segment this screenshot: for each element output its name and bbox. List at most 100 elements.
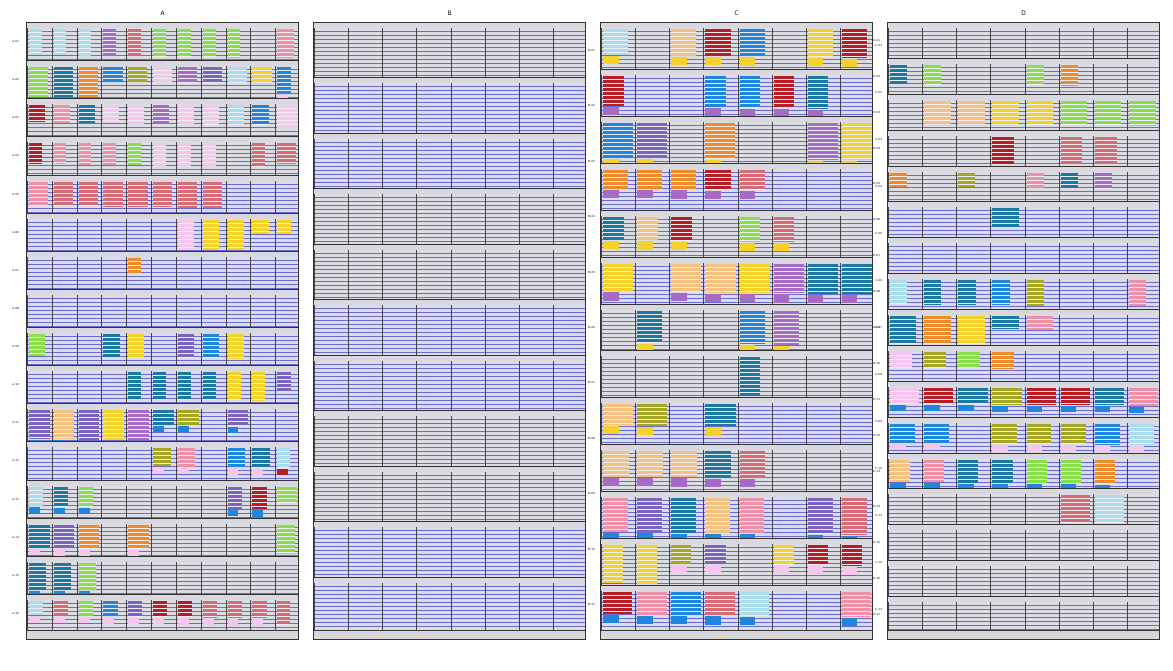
shelf-compartment[interactable] [175, 561, 202, 594]
shelf[interactable] [314, 411, 585, 467]
stock-block[interactable] [1026, 484, 1043, 489]
shelf-compartment[interactable] [990, 494, 1026, 525]
stock-block[interactable] [78, 600, 93, 616]
shelf-compartment[interactable] [737, 591, 773, 632]
shelf[interactable] [27, 61, 298, 100]
stock-block[interactable] [890, 482, 906, 489]
shelf-compartment[interactable] [771, 168, 807, 210]
shelf-compartment[interactable] [635, 591, 671, 632]
shelf-compartment[interactable] [27, 599, 53, 632]
stock-block[interactable] [603, 498, 628, 532]
shelf-compartment[interactable] [888, 315, 924, 345]
shelf-compartment[interactable] [771, 591, 807, 632]
stock-block[interactable] [637, 169, 663, 189]
rack-a[interactable] [26, 22, 299, 640]
stock-block[interactable] [671, 498, 696, 533]
shelf[interactable] [27, 557, 298, 595]
stock-block[interactable] [227, 468, 239, 475]
shelf-compartment[interactable] [101, 28, 128, 61]
stock-block[interactable] [128, 29, 141, 57]
shelf[interactable] [27, 137, 298, 176]
stock-block[interactable] [202, 143, 216, 167]
shelf-compartment[interactable] [805, 591, 841, 632]
shelf-compartment[interactable] [51, 333, 78, 366]
stock-block[interactable] [671, 615, 687, 625]
stock-block[interactable] [128, 105, 145, 124]
stock-block[interactable] [252, 219, 269, 235]
stock-block[interactable] [177, 426, 189, 433]
stock-block[interactable] [705, 169, 731, 190]
stock-block[interactable] [807, 263, 838, 294]
stock-block[interactable] [227, 486, 242, 509]
stock-block[interactable] [671, 263, 702, 293]
shelf-compartment[interactable] [484, 305, 520, 355]
shelf-compartment[interactable] [225, 485, 252, 518]
stock-block[interactable] [705, 108, 721, 116]
shelf-compartment[interactable] [1024, 63, 1060, 94]
shelf-compartment[interactable] [1024, 458, 1060, 489]
stock-block[interactable] [1026, 405, 1043, 412]
shelf-compartment[interactable] [175, 104, 202, 137]
shelf-compartment[interactable] [601, 497, 637, 539]
shelf-compartment[interactable] [484, 249, 520, 300]
shelf-compartment[interactable] [101, 180, 128, 213]
shelf-compartment[interactable] [635, 74, 671, 116]
shelf[interactable] [27, 328, 298, 367]
shelf-compartment[interactable] [382, 360, 418, 411]
stock-block[interactable] [773, 310, 800, 345]
shelf-compartment[interactable] [101, 447, 128, 480]
shelf-compartment[interactable] [1092, 494, 1128, 525]
shelf-compartment[interactable] [101, 142, 128, 175]
shelf-compartment[interactable] [250, 561, 277, 594]
stock-block[interactable] [992, 387, 1022, 405]
shelf-compartment[interactable] [275, 66, 298, 99]
shelf-compartment[interactable] [1024, 135, 1060, 166]
shelf-compartment[interactable] [703, 591, 739, 632]
shelf-compartment[interactable] [151, 104, 177, 137]
stock-block[interactable] [637, 584, 653, 586]
stock-block[interactable] [890, 423, 915, 443]
shelf-compartment[interactable] [518, 416, 554, 466]
stock-block[interactable] [841, 566, 858, 575]
shelf[interactable] [314, 578, 585, 633]
shelf-compartment[interactable] [956, 350, 992, 381]
shelf[interactable] [601, 445, 872, 493]
shelf-compartment[interactable] [126, 409, 153, 442]
stock-block[interactable] [277, 94, 289, 99]
shelf-compartment[interactable] [101, 371, 128, 404]
shelf-compartment[interactable] [27, 447, 53, 480]
shelf-compartment[interactable] [552, 194, 585, 244]
shelf-compartment[interactable] [518, 582, 554, 632]
stock-block[interactable] [1094, 423, 1120, 445]
shelf-compartment[interactable] [175, 523, 202, 556]
shelf-compartment[interactable] [175, 142, 202, 175]
shelf-compartment[interactable] [450, 305, 486, 355]
stock-block[interactable] [227, 618, 239, 626]
shelf-compartment[interactable] [703, 356, 739, 398]
stock-block[interactable] [739, 451, 766, 479]
shelf-compartment[interactable] [200, 294, 227, 327]
shelf-compartment[interactable] [635, 215, 671, 257]
shelf-compartment[interactable] [1058, 207, 1094, 238]
stock-block[interactable] [924, 100, 951, 124]
shelf-compartment[interactable] [225, 180, 252, 213]
shelf[interactable] [314, 467, 585, 523]
shelf-compartment[interactable] [275, 142, 298, 175]
stock-block[interactable] [177, 143, 191, 166]
stock-block[interactable] [671, 592, 701, 615]
stock-block[interactable] [202, 334, 220, 359]
shelf-compartment[interactable] [518, 28, 554, 78]
stock-block[interactable] [739, 592, 770, 616]
shelf-compartment[interactable] [771, 497, 807, 539]
shelf-compartment[interactable] [484, 527, 520, 577]
stock-block[interactable] [1094, 100, 1122, 126]
shelf[interactable] [27, 23, 298, 62]
shelf-compartment[interactable] [250, 180, 277, 213]
stock-block[interactable] [78, 508, 90, 515]
shelf-compartment[interactable] [225, 371, 252, 404]
stock-block[interactable] [103, 143, 117, 165]
stock-block[interactable] [705, 478, 721, 488]
shelf-compartment[interactable] [275, 218, 298, 251]
stock-block[interactable] [773, 345, 790, 351]
stock-block[interactable] [277, 600, 291, 625]
